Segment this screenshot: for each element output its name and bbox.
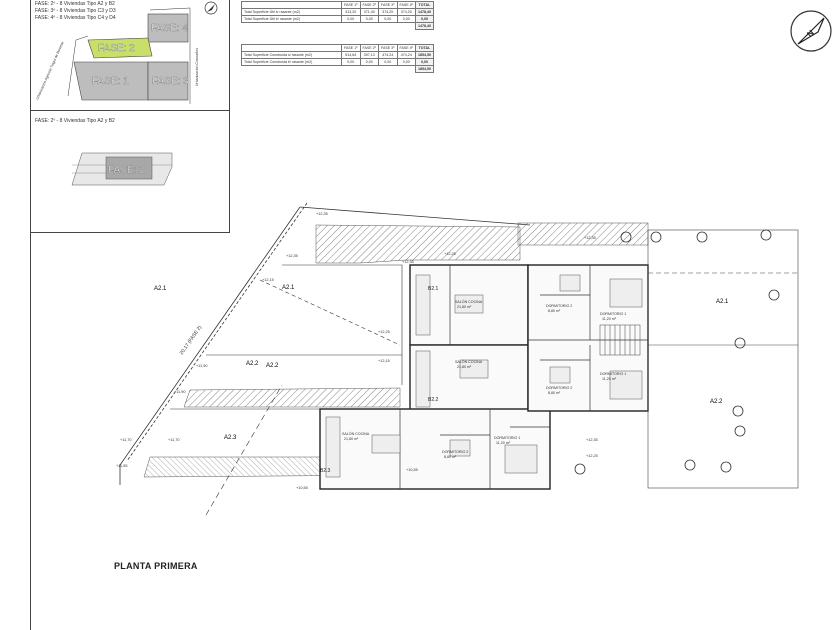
level-marker: +12,35 bbox=[316, 212, 328, 216]
level-marker: +12,35 bbox=[286, 254, 298, 258]
room-label: DORMITORIO 2 bbox=[546, 304, 572, 308]
room-area: 8,80 m² bbox=[548, 309, 561, 313]
level-marker: +12,15 bbox=[262, 278, 274, 282]
room-label: DORMITORIO 1 bbox=[494, 436, 520, 440]
level-marker: +12,25 bbox=[378, 330, 390, 334]
room-area: 11,20 m² bbox=[496, 441, 511, 445]
key-street-left: Urbanización Agrícola Tiagut de Benimar bbox=[35, 40, 65, 100]
key-label-phase-2: FASE: 2 bbox=[98, 43, 135, 54]
frame-left-border bbox=[30, 0, 31, 630]
level-marker: +11,70 bbox=[168, 438, 179, 442]
room-area: 11,20 m² bbox=[602, 317, 617, 321]
frame-divider-horizontal-1 bbox=[30, 110, 230, 111]
key-block-phase-3 bbox=[147, 61, 189, 101]
zone-label: A2.1 bbox=[154, 286, 167, 292]
zone-label: A2.2 bbox=[710, 399, 723, 405]
level-marker: +10,55 bbox=[406, 468, 418, 472]
phase-note-3: FASE: 4º - 8 Viviendas Tipo C4 y D4 bbox=[35, 15, 116, 21]
room-area: 8,80 m² bbox=[444, 455, 457, 459]
zone-label: A2.1 bbox=[282, 285, 295, 291]
table-row: Total Superficie Construida b/ rasante (… bbox=[241, 58, 434, 66]
zone-label: A2.3 bbox=[224, 435, 237, 441]
room-area: 21,80 m² bbox=[457, 305, 472, 309]
room-area: 21,80 m² bbox=[344, 437, 359, 441]
frame-divider-vertical bbox=[229, 0, 230, 232]
north-arrow-icon: N bbox=[790, 10, 832, 52]
key-label-phase-4: FASE: 4 bbox=[151, 23, 188, 34]
key-plan: FASE: 4 FASE: 2 FASE: 1 FASE: 3 Urbaniza… bbox=[35, 7, 199, 104]
level-marker: +12,15 bbox=[378, 359, 390, 363]
level-marker: +11,70 bbox=[120, 438, 131, 442]
phase-note-1: FASE: 2º - 8 Viviendas Tipo A2 y B2 bbox=[35, 1, 115, 7]
terrace-left-strip bbox=[183, 387, 401, 408]
room-label: DORMITORIO 2 bbox=[442, 450, 468, 454]
level-marker: +12,35 bbox=[402, 260, 414, 264]
room-label: DORMITORIO 2 bbox=[546, 386, 572, 390]
level-marker: +11,90 bbox=[196, 364, 207, 368]
level-marker: +10,55 bbox=[296, 486, 308, 490]
phase-note-lower: FASE: 2º - 8 Viviendas Tipo A2 y B2 bbox=[35, 118, 115, 124]
floor-plan: 20,17 (FASE 2) A2.1 A2.2 A2.3 A2.1 A2.2 … bbox=[116, 202, 799, 516]
key-block-phase-2 bbox=[87, 37, 153, 59]
room-area: 21,80 m² bbox=[457, 365, 472, 369]
garden-right bbox=[647, 229, 799, 489]
level-marker: +12,35 bbox=[586, 438, 598, 442]
north-compass-icon bbox=[204, 1, 218, 15]
zone-label: A2.1 bbox=[716, 299, 729, 305]
level-marker: +11,55 bbox=[116, 464, 127, 468]
room-label: DORMITORIO 1 bbox=[600, 312, 626, 316]
key-label-phase-3: FASE: 3 bbox=[152, 76, 189, 87]
zone-label: A2.2 bbox=[266, 363, 279, 369]
table-built-area: FASE 1º FASE 2º FASE 3º FASE 4º TOTAL To… bbox=[241, 44, 434, 73]
unit-label: B2.3 bbox=[320, 468, 331, 474]
level-marker: +12,35 bbox=[584, 236, 596, 240]
room-label: DORMITORIO 1 bbox=[600, 372, 626, 376]
level-marker: +12,25 bbox=[444, 252, 456, 256]
key-block-phase-4 bbox=[147, 13, 189, 43]
room-label: SALÓN COCINA bbox=[455, 299, 483, 304]
room-label: SALÓN COCINA bbox=[342, 431, 370, 436]
table-useful-area: FASE 1º FASE 2º FASE 3º FASE 4º TOTAL To… bbox=[241, 1, 434, 30]
unit-label: B2.2 bbox=[428, 397, 439, 403]
svg-text:N: N bbox=[805, 28, 816, 39]
table-grand-total: 1478,40 bbox=[415, 22, 434, 30]
table-row: Total Superficie Útil s/ rasante (m2) 41… bbox=[241, 8, 434, 16]
key-label-phase-1: FASE: 1 bbox=[92, 76, 129, 87]
site-boundary bbox=[119, 202, 531, 485]
room-area: 11,20 m² bbox=[602, 377, 617, 381]
key-street-right: Urbanización Cincoaños bbox=[195, 48, 199, 86]
table-row: Total Superficie Útil b/ rasante (m2) 0,… bbox=[241, 15, 434, 23]
key-lower-phase-2: FASE: 2 bbox=[108, 165, 145, 176]
frame-divider-horizontal-2 bbox=[30, 232, 230, 233]
room-area: 8,80 m² bbox=[548, 391, 561, 395]
table-row: Total Superficie Construida s/ rasante (… bbox=[241, 51, 434, 59]
room-label: SALÓN COCINA bbox=[455, 359, 483, 364]
unit-label: B2.1 bbox=[428, 286, 439, 292]
phase-note-2: FASE: 3º - 8 Viviendas Tipo C3 y D3 bbox=[35, 8, 116, 14]
level-marker: +12,25 bbox=[586, 454, 598, 458]
terrace-top bbox=[315, 224, 521, 264]
key-plan-lower: FASE: 2 bbox=[71, 152, 173, 186]
zone-label: A2.2 bbox=[246, 361, 259, 367]
table-grand-total: 1854,50 bbox=[415, 65, 434, 73]
tree-icons bbox=[574, 229, 780, 475]
level-marker: +11,90 bbox=[174, 390, 185, 394]
plan-title: PLANTA PRIMERA bbox=[114, 561, 198, 571]
